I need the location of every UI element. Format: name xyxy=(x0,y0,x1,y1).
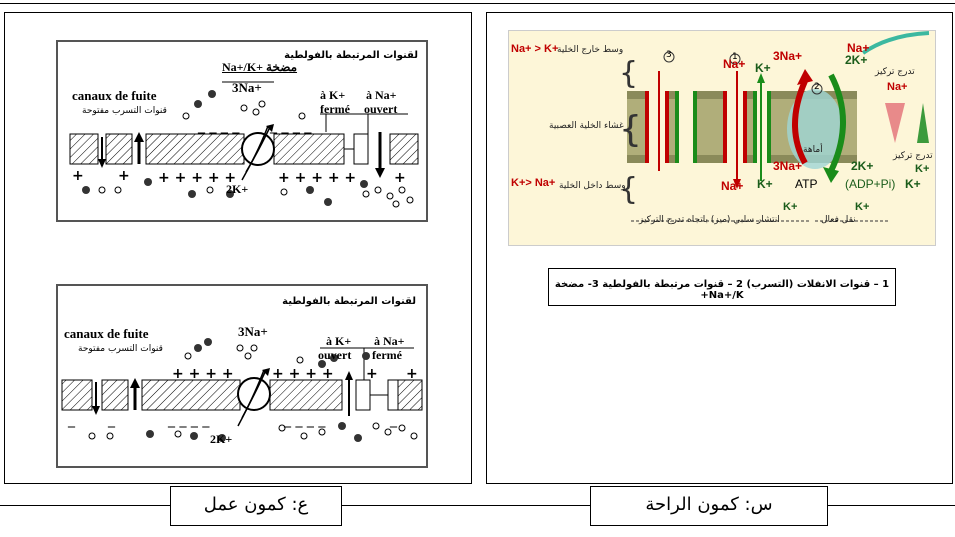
svg-text:_ _ _ _: _ _ _ _ xyxy=(197,118,240,134)
na-bottom: Na+ xyxy=(721,179,743,193)
k2-top-right: 2K+ xyxy=(845,53,867,67)
na-gt-k-label: Na+ > K+ xyxy=(511,43,558,55)
resting-state-diagram: _ _ _ _ _ _ _ _ + + + + + + + + + + + + … xyxy=(56,40,428,222)
bottom-line-mid xyxy=(340,505,590,506)
hydrolysis-label: أماهة xyxy=(803,145,823,155)
svg-text:+ + + +: + + + + xyxy=(272,366,334,382)
gradient-title-na: تدرج تركيز xyxy=(875,67,915,77)
k2-label: 2K+ xyxy=(226,182,248,197)
resting-potential-label: س: كمون الراحة xyxy=(590,486,828,526)
svg-text:{: { xyxy=(619,56,638,91)
na-channel-label-2: à Na+ xyxy=(374,334,405,349)
caption-box: 1 – قنوات الانفلات (التسرب) 2 – قنوات مر… xyxy=(548,268,896,306)
bottom-line-right xyxy=(826,505,955,506)
k-bottom: K+ xyxy=(757,177,773,191)
k-channel-state-2: ouvert xyxy=(318,348,351,363)
svg-text:_ _ _ _: _ _ _ _ xyxy=(283,412,326,428)
na-top-a: Na+ xyxy=(723,57,745,71)
resting-mechanism-figure: { { { Na+ > K+ وسط خارج الخلية غشاء الخل… xyxy=(508,30,936,246)
svg-text:_: _ xyxy=(389,412,398,428)
svg-text:+ + + + +: + + + + + xyxy=(278,170,356,186)
svg-text:_ _ _ _: _ _ _ _ xyxy=(167,412,210,428)
svg-text:_ _ _ _: _ _ _ _ xyxy=(269,118,312,134)
k-foot-2: K+ xyxy=(855,201,869,213)
svg-text:_: _ xyxy=(67,412,76,428)
svg-text:+: + xyxy=(394,170,406,186)
svg-text:+ + + + +: + + + + + xyxy=(158,170,236,186)
svg-text:+: + xyxy=(72,168,84,184)
membrane-label: غشاء الخلية العصبية xyxy=(549,121,624,131)
membrane-figure: { { { xyxy=(509,31,935,245)
na-channel-state: ouvert xyxy=(364,102,397,117)
atp-label: ATP xyxy=(795,177,817,191)
channel-number-2: 2 xyxy=(814,82,820,92)
k2-bottom: 2K+ xyxy=(851,159,873,173)
top-line xyxy=(0,3,955,4)
na3-label: 3Na+ xyxy=(232,80,262,96)
gradient-title-k: تدرج تركيز xyxy=(893,151,933,161)
k-foot-1: K+ xyxy=(783,201,797,213)
k-channel-state: fermé xyxy=(320,102,350,117)
k-gt-na-label: K+> Na+ xyxy=(511,177,555,189)
active-transport-label: نقل فعال xyxy=(821,215,856,225)
channel-number-3: 3 xyxy=(666,50,672,60)
svg-text:_: _ xyxy=(107,412,116,428)
k-top-a: K+ xyxy=(755,61,771,75)
na3-label-2: 3Na+ xyxy=(238,324,268,340)
k2-label-2: 2K+ xyxy=(210,432,232,447)
svg-text:+: + xyxy=(118,168,130,184)
svg-text:+ + + +: + + + + xyxy=(172,366,234,382)
k-bottom-right: K+ xyxy=(905,177,921,191)
adp-label: (ADP+Pi) xyxy=(845,177,895,191)
bottom-line-left xyxy=(0,505,170,506)
k-channel-label: à K+ xyxy=(320,88,345,103)
voltage-channels-title-2: لقنوات المرتبطة بالفولطية xyxy=(282,296,416,307)
caption-text: 1 – قنوات الانفلات (التسرب) 2 – قنوات مر… xyxy=(549,279,895,301)
inside-medium-label: وسط داخل الخلية xyxy=(559,181,626,191)
leak-channels-label: canaux de fuite xyxy=(72,88,157,104)
leak-channels-ar-2: قنوات التسرب مفتوحة xyxy=(78,344,163,354)
na-channel-label: à Na+ xyxy=(366,88,397,103)
k-channel-label-2: à K+ xyxy=(326,334,351,349)
gradient-na: Na+ xyxy=(887,81,908,93)
membrane-drawing-bottom: + + + + + + + + + + _ _ _ _ _ _ _ _ _ _ … xyxy=(58,286,426,466)
pump-label: Na+/K+ مضخة xyxy=(222,60,297,75)
na-channel-state-2: fermé xyxy=(372,348,402,363)
svg-text:+: + xyxy=(366,366,378,382)
leak-channels-ar: قنوات التسرب مفتوحة xyxy=(82,106,167,116)
gradient-k: K+ xyxy=(915,163,929,175)
action-potential-label: ع: كمون عمل xyxy=(170,486,342,526)
voltage-channels-title: لقنوات المرتبطة بالفولطية xyxy=(284,50,418,61)
leak-channels-label-2: canaux de fuite xyxy=(64,326,149,342)
na3-top: 3Na+ xyxy=(773,49,802,63)
passive-transport-label: انتشار سلبي (ميز) باتجاه تدرج التركيز xyxy=(639,215,780,225)
outside-medium-label: وسط خارج الخلية xyxy=(557,45,623,55)
svg-text:+: + xyxy=(406,366,418,382)
na3-bottom: 3Na+ xyxy=(773,159,802,173)
action-state-diagram: + + + + + + + + + + _ _ _ _ _ _ _ _ _ _ … xyxy=(56,284,428,468)
